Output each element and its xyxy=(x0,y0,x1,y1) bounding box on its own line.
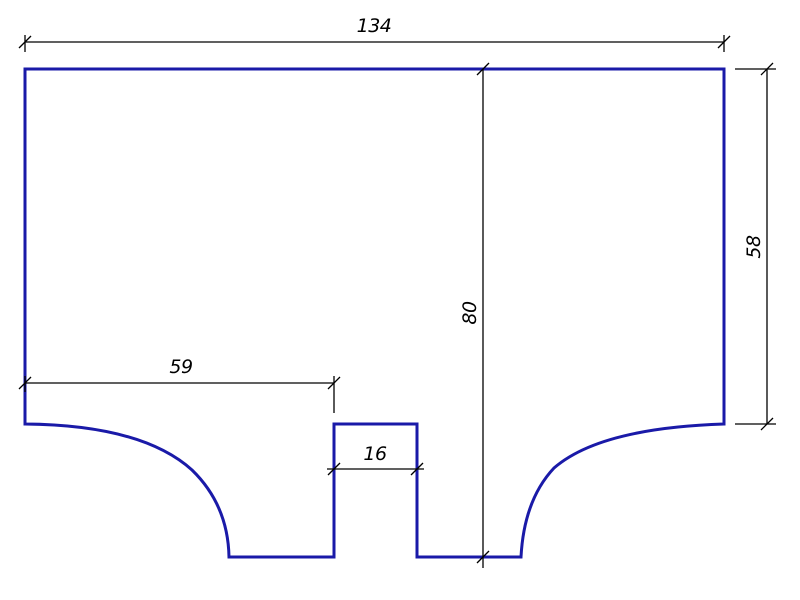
dimension-label-total-height: 80 xyxy=(459,301,481,325)
dimension-total-height: 80 xyxy=(459,62,490,568)
dimension-label-right-height: 58 xyxy=(743,235,765,259)
dimension-left-notch: 59 xyxy=(18,356,341,413)
dimension-total-width: 134 xyxy=(18,15,731,52)
dimension-slot-width: 16 xyxy=(327,443,424,476)
dimension-label-total-width: 134 xyxy=(357,15,392,37)
dimension-right-height: 58 xyxy=(735,62,776,431)
dimension-label-left-notch: 59 xyxy=(169,356,192,378)
dimension-label-slot-width: 16 xyxy=(363,443,387,465)
part-outline xyxy=(23,67,726,559)
